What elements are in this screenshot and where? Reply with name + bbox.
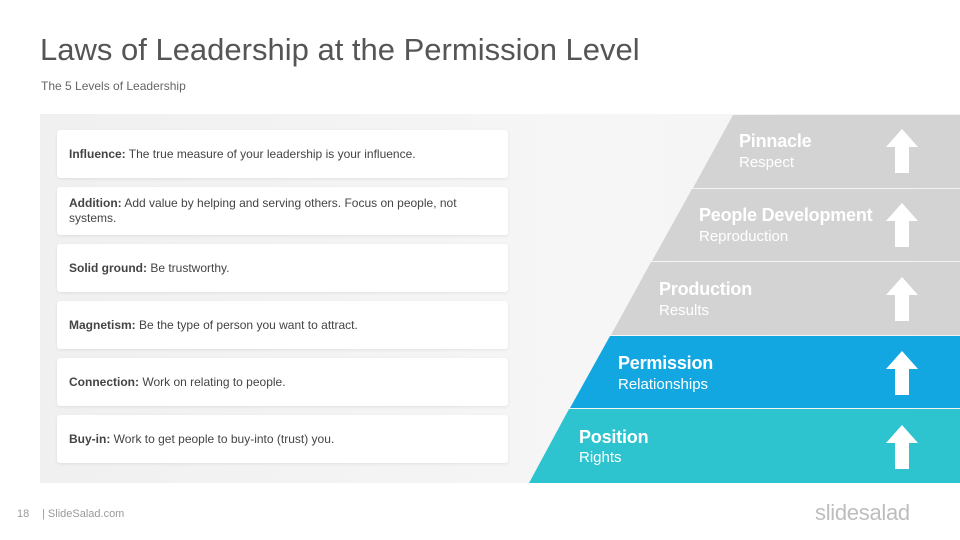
arrow-up-icon bbox=[886, 129, 918, 173]
law-description: Be the type of person you want to attrac… bbox=[139, 317, 358, 332]
level-band-people-development bbox=[652, 189, 960, 261]
level-sub-pinnacle: Respect bbox=[739, 154, 795, 171]
arrow-up-icon bbox=[886, 351, 918, 395]
law-text: Magnetism: Be the type of person you wan… bbox=[69, 318, 358, 333]
page-subtitle: The 5 Levels of Leadership bbox=[41, 79, 186, 93]
law-description: Work to get people to buy-into (trust) y… bbox=[113, 431, 335, 446]
level-band-position bbox=[529, 409, 960, 483]
level-sub-people-development: Reproduction bbox=[699, 228, 789, 245]
level-band-pinnacle bbox=[693, 115, 960, 188]
arrow-up-icon bbox=[886, 203, 918, 247]
law-description: Be trustworthy. bbox=[150, 260, 230, 275]
law-text: Connection: Work on relating to people. bbox=[69, 375, 286, 390]
footer-site-link: | SlideSalad.com bbox=[42, 508, 125, 520]
law-card-connection: Connection: Work on relating to people. bbox=[57, 358, 508, 406]
law-text: Influence: The true measure of your lead… bbox=[69, 147, 416, 162]
law-description: Work on relating to people. bbox=[142, 374, 286, 389]
law-name: Influence: bbox=[69, 146, 126, 161]
law-description: Add value by helping and serving others.… bbox=[69, 196, 457, 225]
level-title-position: Position bbox=[579, 427, 649, 447]
arrow-up-icon bbox=[886, 425, 918, 469]
law-name: Solid ground: bbox=[69, 260, 147, 275]
law-text: Solid ground: Be trustworthy. bbox=[69, 261, 229, 276]
law-card-magnetism: Magnetism: Be the type of person you wan… bbox=[57, 301, 508, 349]
level-sub-production: Results bbox=[659, 302, 710, 319]
level-band-production bbox=[611, 262, 960, 335]
law-name: Magnetism: bbox=[69, 317, 136, 332]
law-name: Buy-in: bbox=[69, 431, 111, 446]
law-name: Connection: bbox=[69, 374, 139, 389]
law-text: Addition: Add value by helping and servi… bbox=[69, 196, 494, 226]
level-band-permission bbox=[570, 336, 960, 408]
law-card-solid-ground: Solid ground: Be trustworthy. bbox=[57, 244, 508, 292]
law-text: Buy-in: Work to get people to buy-into (… bbox=[69, 432, 334, 447]
law-card-buy-in: Buy-in: Work to get people to buy-into (… bbox=[57, 415, 508, 463]
page-number: 18 bbox=[17, 508, 30, 520]
level-title-permission: Permission bbox=[618, 353, 714, 373]
level-title-people-development: People Development bbox=[699, 205, 873, 225]
law-card-addition: Addition: Add value by helping and servi… bbox=[57, 187, 508, 235]
page-title: Laws of Leadership at the Permission Lev… bbox=[40, 32, 640, 67]
level-sub-permission: Relationships bbox=[618, 376, 709, 393]
brand-logo: slidesalad bbox=[815, 500, 910, 525]
arrow-up-icon bbox=[886, 277, 918, 321]
level-title-pinnacle: Pinnacle bbox=[739, 131, 812, 151]
level-sub-position: Rights bbox=[579, 449, 622, 466]
level-title-production: Production bbox=[659, 279, 752, 299]
law-card-influence: Influence: The true measure of your lead… bbox=[57, 130, 508, 178]
law-name: Addition: bbox=[69, 196, 122, 210]
law-description: The true measure of your leadership is y… bbox=[128, 146, 416, 161]
